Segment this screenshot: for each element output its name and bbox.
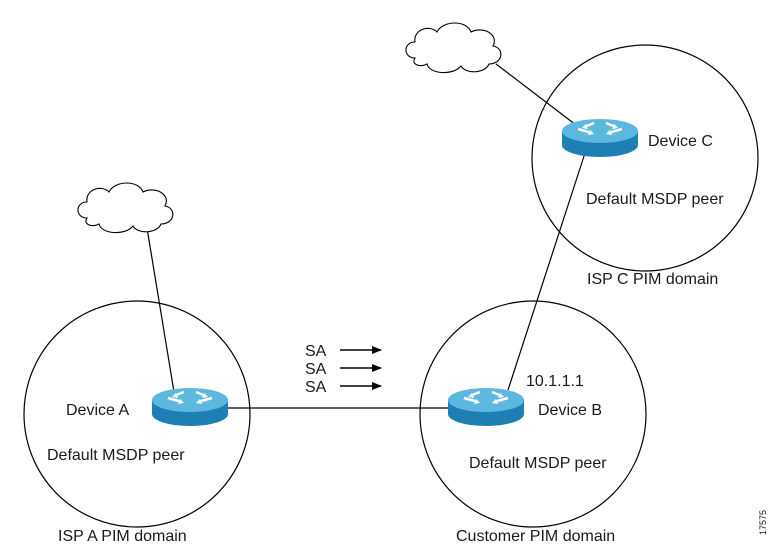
sa-message-label: SA — [305, 361, 327, 378]
router-icon — [448, 388, 524, 426]
domain-b-label: Customer PIM domain — [456, 528, 615, 545]
device-b-label: Device B — [538, 402, 602, 419]
domain-circle-a — [23, 300, 251, 528]
domain-circle-b — [419, 300, 647, 528]
figure-id: 17575 — [758, 510, 768, 535]
domain-c-label: ISP C PIM domain — [587, 271, 718, 288]
router-icon — [152, 388, 228, 426]
link-cloud-a-to-device-a — [146, 227, 177, 405]
device-b-address: 10.1.1.1 — [526, 373, 584, 390]
sa-message-label: SA — [305, 379, 327, 396]
cloud-icon — [405, 22, 502, 74]
domain-circle-c — [531, 44, 759, 272]
device-a-label: Device A — [66, 402, 129, 419]
sa-message-label: SA — [305, 343, 327, 360]
device-c-role: Default MSDP peer — [586, 191, 724, 208]
router-icon — [562, 119, 638, 157]
cloud-icon — [77, 182, 174, 234]
device-c-label: Device C — [648, 133, 713, 150]
device-b-role: Default MSDP peer — [469, 455, 607, 472]
link-device-b-to-device-c — [507, 149, 587, 391]
device-a-role: Default MSDP peer — [47, 447, 185, 464]
domain-a-label: ISP A PIM domain — [58, 528, 187, 545]
link-cloud-c-to-device-c — [495, 63, 577, 126]
